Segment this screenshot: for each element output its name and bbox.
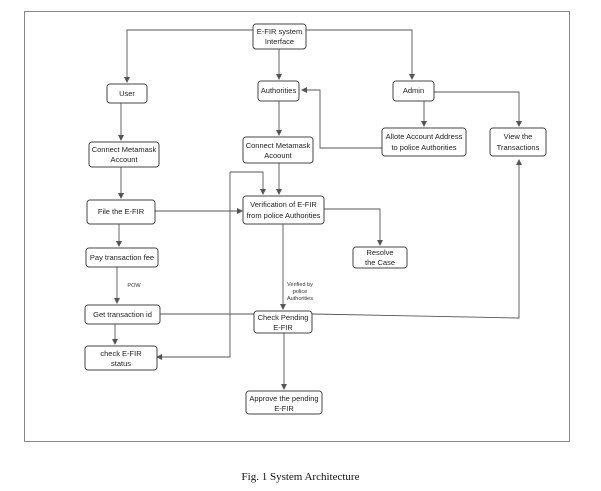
node-label: status (111, 359, 131, 368)
node-view-transactions: View the Transactions (489, 127, 547, 157)
node-allot-address: Allote Account Address to police Authori… (381, 127, 467, 157)
node-get-transaction-id: Get transaction id (84, 304, 161, 325)
node-label: check E-FIR (100, 349, 142, 358)
node-file-efir: File the E-FIR (86, 199, 156, 225)
node-connect-metamask-user: Connect Metamask Account (88, 141, 160, 168)
edges (112, 29, 522, 390)
node-label: E-FIR (274, 404, 294, 413)
node-label: Connect Metamask (246, 141, 311, 150)
node-label: Pay transaction fee (90, 253, 154, 262)
node-check-status: check E-FIR status (84, 345, 158, 371)
node-label: Interface (265, 37, 294, 46)
node-pay-fee: Pay transaction fee (85, 247, 159, 268)
node-label: Acoount (264, 151, 292, 160)
node-label: E-FIR (273, 323, 293, 332)
node-user: User (106, 83, 148, 104)
node-authorities: Authorities (257, 80, 300, 102)
node-label: to police Authorities (391, 143, 456, 152)
edge-interface-to-admin (306, 29, 415, 80)
edge-interface-to-user (124, 29, 253, 83)
edge-label-verified-by-line3: Authorities (287, 296, 313, 302)
node-admin: Admin (392, 80, 435, 102)
node-label: Allote Account Address (386, 132, 463, 141)
edge-label-verified-by-line1: Verified by (287, 282, 313, 288)
edge-allot-to-authorities (301, 87, 382, 149)
edge-label-pow: POW (127, 283, 141, 289)
node-label: Get transaction id (93, 310, 152, 319)
node-verification: Verification of E-FIR from police Author… (242, 195, 325, 225)
node-label: E-FIR system (257, 27, 302, 36)
node-resolve-case: Resolve the Case (352, 246, 408, 269)
node-label: Authorities (261, 86, 297, 95)
node-approve-pending: Approve the pending E-FIR (245, 390, 323, 415)
node-label: Verification of E-FIR (250, 200, 317, 209)
node-label: Connect Metamask (92, 145, 157, 154)
node-label: from police Authorities (247, 211, 321, 220)
node-label: the Case (365, 258, 395, 267)
edge-pending-to-view (311, 159, 522, 319)
node-label: Resolve (366, 248, 393, 257)
node-connect-metamask-auth: Connect Metamask Acoount (242, 136, 314, 164)
edge-status-loop-top (230, 171, 266, 195)
node-check-pending: Check Pending E-FIR (253, 310, 313, 334)
node-label: Check Pending (258, 313, 309, 322)
node-label: View the (504, 132, 533, 141)
figure-caption: Fig. 1 System Architecture (241, 471, 360, 483)
node-label: User (119, 89, 135, 98)
edge-verification-to-resolve (324, 208, 383, 246)
edge-admin-to-view (434, 91, 522, 127)
node-label: Account (110, 155, 138, 164)
node-label: File the E-FIR (98, 207, 145, 216)
edge-label-verified-by-line2: police (293, 289, 307, 295)
node-label: Approve the pending (249, 394, 318, 403)
node-label: Admin (403, 86, 424, 95)
edge-status-loop (156, 172, 231, 360)
node-label: Transactions (497, 143, 540, 152)
node-efir-interface: E-FIR system Interface (252, 23, 307, 50)
